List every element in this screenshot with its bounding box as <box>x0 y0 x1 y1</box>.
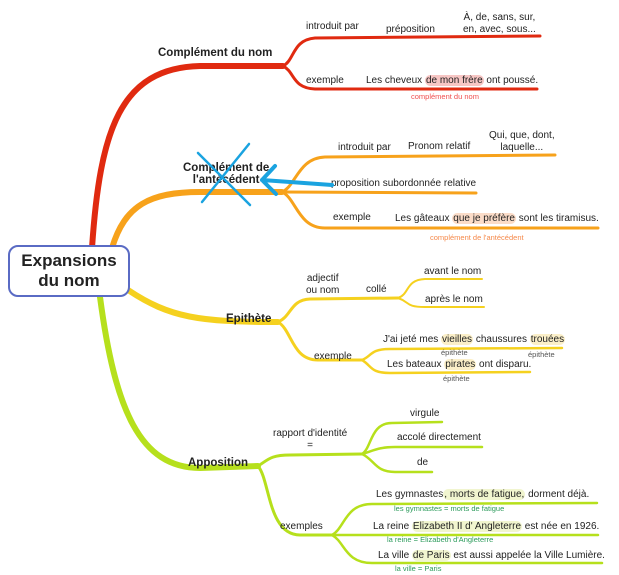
note-epithete: épithète <box>443 374 470 383</box>
label-pronom-relatif: Pronom relatif <box>408 141 471 152</box>
prep-list-2: en, avec, sous... <box>463 24 536 35</box>
cross-out-icon <box>196 151 252 207</box>
highlight: trouées <box>529 334 566 345</box>
label-preposition: préposition <box>386 24 435 35</box>
label-pronom-list: Qui, que, dont,laquelle... <box>489 130 555 154</box>
example-note: la reine = Elizabeth d'Angleterre <box>387 535 494 544</box>
label-proposition: proposition subordonnée relative <box>331 178 477 189</box>
example-sentence-3: La ville de Paris est aussi appelée la V… <box>378 550 605 562</box>
highlight: vieilles <box>441 334 474 345</box>
example-sentence: Les gâteaux que je préfère sont les tira… <box>395 213 599 225</box>
label-accole: accolé directement <box>397 432 481 443</box>
node-complement-du-nom: Complément du nom <box>158 47 273 59</box>
green-branch <box>97 294 604 565</box>
example-sentence-1: J'ai jeté mes vieilles chaussures trouée… <box>383 334 566 346</box>
text: sont les tiramisus. <box>515 213 599 224</box>
adj-1: adjectif <box>306 273 339 284</box>
center-title-1: Expansions <box>21 251 117 270</box>
label-exemple: exemple <box>306 75 344 86</box>
pron-list-2: laquelle... <box>500 142 544 153</box>
text: est née en 1926. <box>522 521 600 532</box>
label-avant: avant le nom <box>424 266 482 277</box>
label-introduit-par: introduit par <box>338 142 391 153</box>
text: Les cheveux <box>366 75 425 86</box>
text: ont poussé. <box>483 75 539 86</box>
highlight: Elizabeth II d' Angleterre <box>411 521 523 532</box>
text: La ville <box>378 550 412 561</box>
label-colle: collé <box>366 284 387 295</box>
label-prep-list: À, de, sans, sur,en, avec, sous... <box>463 12 536 36</box>
yellow-branch <box>125 278 564 375</box>
highlight: pirates <box>444 359 477 370</box>
orange-branch <box>109 153 600 251</box>
example-note: la ville = Paris <box>395 564 442 573</box>
pron-list-1: Qui, que, dont, <box>489 130 555 141</box>
label-de: de <box>417 457 429 468</box>
example-note: les gymnastes = morts de fatigue <box>394 504 505 513</box>
text: est aussi appelée la Ville Lumière. <box>450 550 605 561</box>
node-apposition: Apposition <box>188 457 249 469</box>
node-epithete: Epithète <box>226 313 272 325</box>
note-epithete: épithète <box>441 348 468 357</box>
example-sentence-2: Les bateaux pirates ont disparu. <box>387 359 531 371</box>
text: ont disparu. <box>476 359 532 370</box>
example-note: complément de l'antécédent <box>430 233 524 242</box>
title-1: Complément de <box>183 162 270 174</box>
label-rapport: rapport d'identité= <box>273 428 347 452</box>
label-apres: après le nom <box>425 294 483 305</box>
cross-out-icon <box>200 142 251 204</box>
example-sentence-1: Les gymnastes, morts de fatigue, dorment… <box>376 489 589 501</box>
rapport-1: rapport d'identité <box>273 428 348 439</box>
arrow-left-icon <box>260 164 334 196</box>
prep-list-1: À, de, sans, sur, <box>463 12 536 23</box>
example-note: complément du nom <box>411 92 479 101</box>
text: Les gymnastes <box>376 489 444 500</box>
red-branch <box>89 34 542 251</box>
rapport-2: = <box>307 440 314 451</box>
example-sentence-2: La reine Elizabeth II d' Angleterre est … <box>373 521 599 533</box>
text: La reine <box>373 521 412 532</box>
text: Les bateaux <box>387 359 445 370</box>
highlight: que je préfère <box>452 213 516 224</box>
center-title-2: du nom <box>38 271 100 290</box>
highlight: de mon frère <box>424 75 484 86</box>
label-introduit-par: introduit par <box>306 21 359 32</box>
text: chaussures <box>473 334 530 345</box>
highlight: de Paris <box>411 550 451 561</box>
label-exemples: exemples <box>280 521 323 532</box>
label-exemple: exemple <box>314 351 352 362</box>
label-virgule: virgule <box>410 408 440 419</box>
adj-2: ou nom <box>306 285 340 296</box>
text: Les gâteaux <box>395 213 453 224</box>
text: J'ai jeté mes <box>383 334 442 345</box>
text: dorment déjà. <box>525 489 590 500</box>
highlight: , morts de fatigue, <box>443 489 526 500</box>
example-sentence: Les cheveux de mon frère ont poussé. <box>366 75 538 87</box>
label-exemple: exemple <box>333 212 371 223</box>
note-epithete: épithète <box>528 350 555 359</box>
